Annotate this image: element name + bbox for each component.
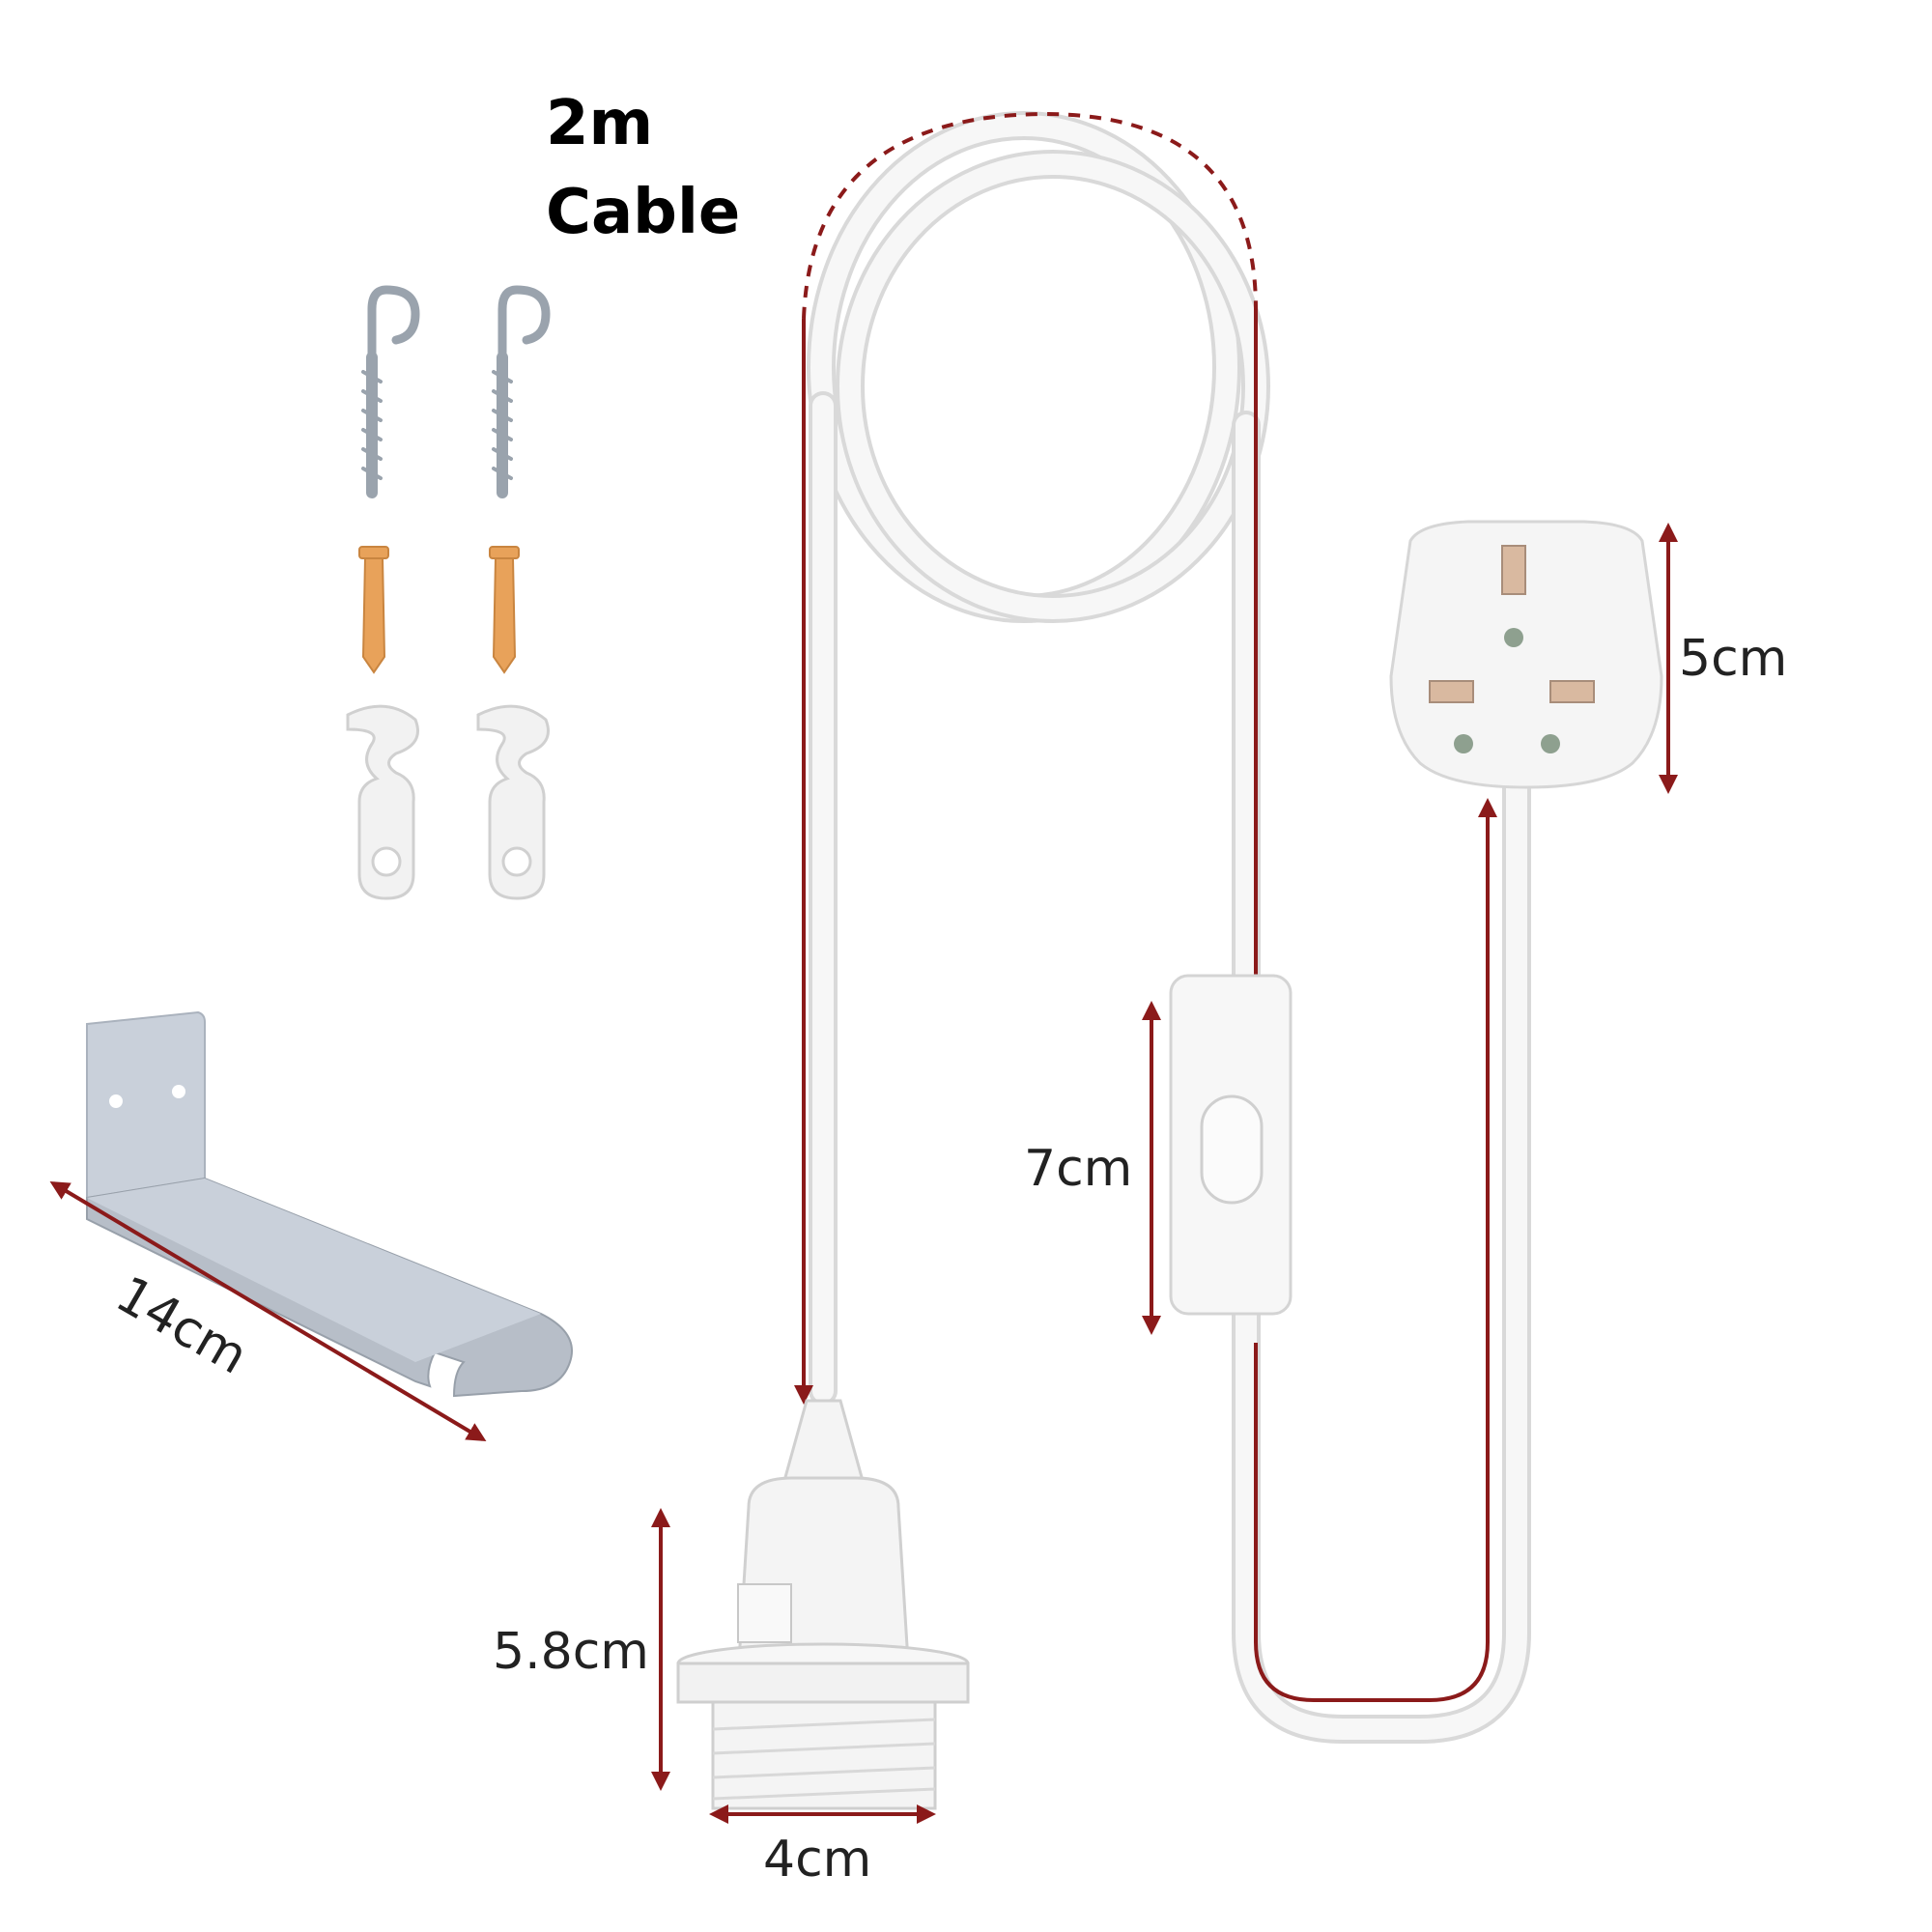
- uk-plug-icon: [1389, 520, 1663, 789]
- holder-dimension-lines: [651, 1508, 936, 1824]
- ceiling-hook-icon: [346, 704, 550, 900]
- lamp-holder-icon: [676, 1399, 970, 1810]
- plug-height-label: 5cm: [1679, 630, 1788, 688]
- bracket-dimension-line: [49, 1180, 487, 1442]
- inline-switch-icon: [1169, 974, 1293, 1316]
- cup-hook-icon: [361, 285, 551, 498]
- cable-length-value: 2m: [546, 88, 654, 159]
- cable-length-title: 2m Cable: [546, 79, 740, 257]
- cable: [807, 111, 1531, 1744]
- cable-length-word: Cable: [546, 177, 741, 248]
- cable-length-indicator: [794, 111, 1497, 1702]
- holder-height-label: 5.8cm: [493, 1623, 649, 1681]
- switch-length-label: 7cm: [1024, 1140, 1133, 1198]
- wall-plug-icon: [358, 546, 520, 674]
- holder-width-label: 4cm: [763, 1831, 872, 1889]
